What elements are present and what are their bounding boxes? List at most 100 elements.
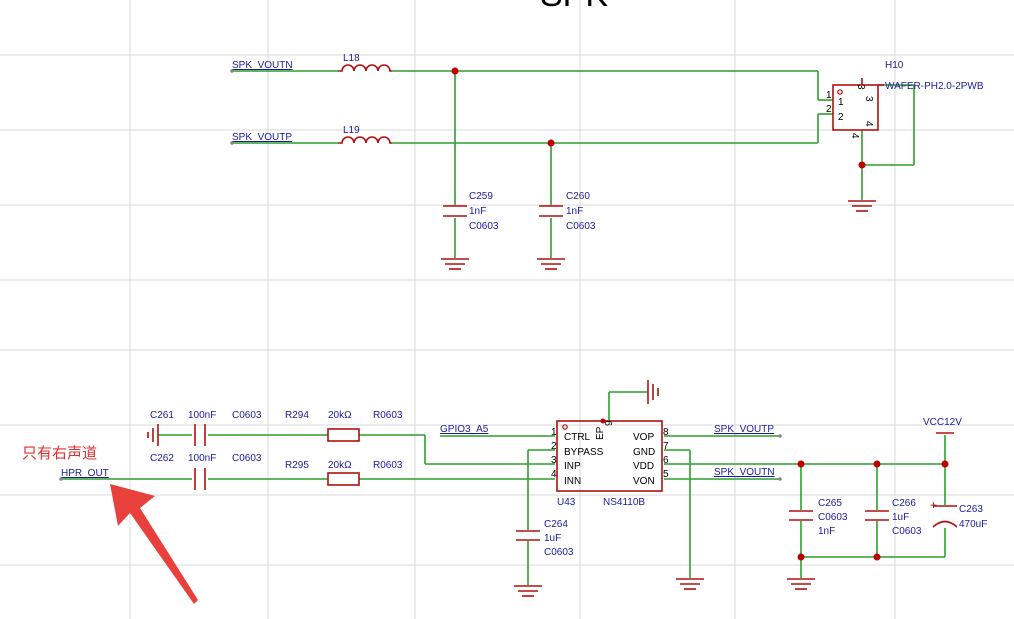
- ic-pin-name: GND: [633, 447, 655, 458]
- ic-pin-name: INN: [564, 476, 581, 487]
- junction: [941, 460, 949, 468]
- capacitor-package: C0603: [892, 526, 922, 537]
- ic-pin-num: 6: [663, 455, 669, 466]
- power-vcc12v[interactable]: VCC12V: [923, 417, 962, 434]
- ic-part: NS4110B: [603, 497, 645, 508]
- ic-pin-name: CTRL: [564, 432, 591, 443]
- ic-pin-num: 5: [663, 469, 669, 480]
- resistor-ref: R294: [285, 410, 309, 421]
- junction: [797, 553, 805, 561]
- capacitor-ref: C263: [959, 504, 983, 515]
- connector-pin-4: 4: [863, 121, 874, 127]
- ic-pin-num: 4: [551, 469, 557, 480]
- connector-ref: H10: [885, 60, 904, 71]
- capacitor-package: C0603: [232, 410, 262, 421]
- net-label-gpio[interactable]: GPIO3_A5: [440, 424, 489, 435]
- net-label-spk-voutn[interactable]: SPK_VOUTN: [232, 60, 293, 71]
- capacitor-c262[interactable]: C262 100nF C0603: [150, 453, 262, 490]
- pin1-marker: [837, 89, 843, 95]
- capacitor-c264[interactable]: C264 1uF C0603: [516, 519, 574, 558]
- junction: [858, 161, 866, 169]
- inductor-ref: L18: [343, 53, 360, 64]
- junction: [873, 553, 881, 561]
- capacitor-package: C0603: [566, 221, 596, 232]
- net-label-spk-voutp[interactable]: SPK_VOUTP: [232, 132, 292, 143]
- net-port: [778, 434, 782, 438]
- ic-pin-name: BYPASS: [564, 447, 604, 458]
- connector-pin-num-2: 2: [826, 104, 832, 115]
- capacitor-value: 1uF: [544, 533, 561, 544]
- power-label: VCC12V: [923, 417, 962, 428]
- connector-h10[interactable]: 1 2 1 2 3 3 4 4 H10 WAFER-PH2.0-2PWB: [826, 60, 984, 139]
- ic-ep-label: EP: [595, 426, 606, 440]
- connector-pin-num-1: 1: [826, 90, 832, 101]
- ic-pin-name: VOP: [633, 432, 654, 443]
- ic-pin-name: VDD: [633, 461, 654, 472]
- capacitor-value: 1nF: [818, 526, 835, 537]
- ground-icon: [537, 258, 565, 270]
- resistor-r294[interactable]: R294 20kΩ R0603: [285, 410, 403, 442]
- ic-u43[interactable]: CTRL BYPASS INP INN 1 2 3 4 VOP GND VDD …: [551, 420, 669, 508]
- inductor-l19[interactable]: L19: [338, 125, 392, 144]
- pin1-marker: [562, 424, 568, 430]
- capacitor-package: C0603: [469, 221, 499, 232]
- capacitor-package: C0603: [232, 453, 262, 464]
- ground-icon: [514, 585, 542, 597]
- ic-pin-num: 2: [551, 441, 557, 452]
- resistor-value: 20kΩ: [328, 410, 352, 421]
- capacitor-ref: C264: [544, 519, 568, 530]
- polarity-mark: +: [930, 498, 937, 512]
- ic-pin-name: INP: [564, 461, 581, 472]
- inductor-l18[interactable]: L18: [338, 53, 392, 72]
- ground-icon: [848, 200, 876, 212]
- net-port: [230, 69, 234, 73]
- ground-icon: [647, 380, 659, 404]
- resistor-ref: R295: [285, 460, 309, 471]
- capacitor-value: 470uF: [959, 519, 987, 530]
- connector-part: WAFER-PH2.0-2PWB: [885, 81, 984, 92]
- junction: [873, 460, 881, 468]
- resistor-r295[interactable]: R295 20kΩ R0603: [285, 460, 403, 486]
- capacitor-package: C0603: [818, 512, 848, 523]
- junction: [451, 67, 459, 75]
- connector-pin-2: 2: [838, 112, 844, 123]
- net-port: [230, 141, 234, 145]
- capacitor-value: 1nF: [566, 206, 583, 217]
- ground-icon: [787, 578, 815, 590]
- connector-pin-3: 3: [863, 96, 874, 102]
- capacitor-value: 1nF: [469, 206, 486, 217]
- ground-icon: [147, 424, 159, 446]
- capacitor-package: C0603: [544, 547, 574, 558]
- ic-pin-num: 3: [551, 455, 557, 466]
- capacitor-c259[interactable]: C259 1nF C0603: [443, 191, 499, 232]
- capacitor-c263[interactable]: + C263 470uF: [930, 498, 987, 530]
- net-port: [59, 477, 63, 481]
- resistor-package: R0603: [373, 460, 403, 471]
- capacitor-c261[interactable]: C261 100nF C0603: [150, 410, 262, 446]
- connector-pin-num-3: 3: [855, 84, 866, 90]
- capacitor-c266[interactable]: C266 1uF C0603: [865, 498, 922, 537]
- connector-pin-num-4: 4: [849, 133, 860, 139]
- capacitor-ref: C265: [818, 498, 842, 509]
- capacitor-value: 100nF: [188, 410, 216, 421]
- ground-icon: [441, 258, 469, 270]
- net-label-spk-voutn-out[interactable]: SPK_VOUTN: [714, 467, 775, 478]
- capacitor-ref: C266: [892, 498, 916, 509]
- red-arrow-icon: [110, 484, 198, 604]
- annotation-text: 只有右声道: [22, 444, 97, 462]
- net-label-spk-voutp-out[interactable]: SPK_VOUTP: [714, 424, 774, 435]
- ic-pin-name: VON: [633, 476, 655, 487]
- net-label-hpr-out[interactable]: HPR_OUT: [61, 468, 109, 479]
- capacitor-ref: C259: [469, 191, 493, 202]
- capacitor-value: 100nF: [188, 453, 216, 464]
- capacitor-c260[interactable]: C260 1nF C0603: [539, 191, 596, 232]
- capacitor-ref: C262: [150, 453, 174, 464]
- ic-pin-num: 7: [663, 441, 669, 452]
- capacitor-c265[interactable]: C265 C0603 1nF: [789, 498, 848, 537]
- connector-pin-1: 1: [838, 97, 844, 108]
- capacitor-ref: C260: [566, 191, 590, 202]
- junction: [547, 139, 555, 147]
- ic-pin-num: 8: [663, 427, 669, 438]
